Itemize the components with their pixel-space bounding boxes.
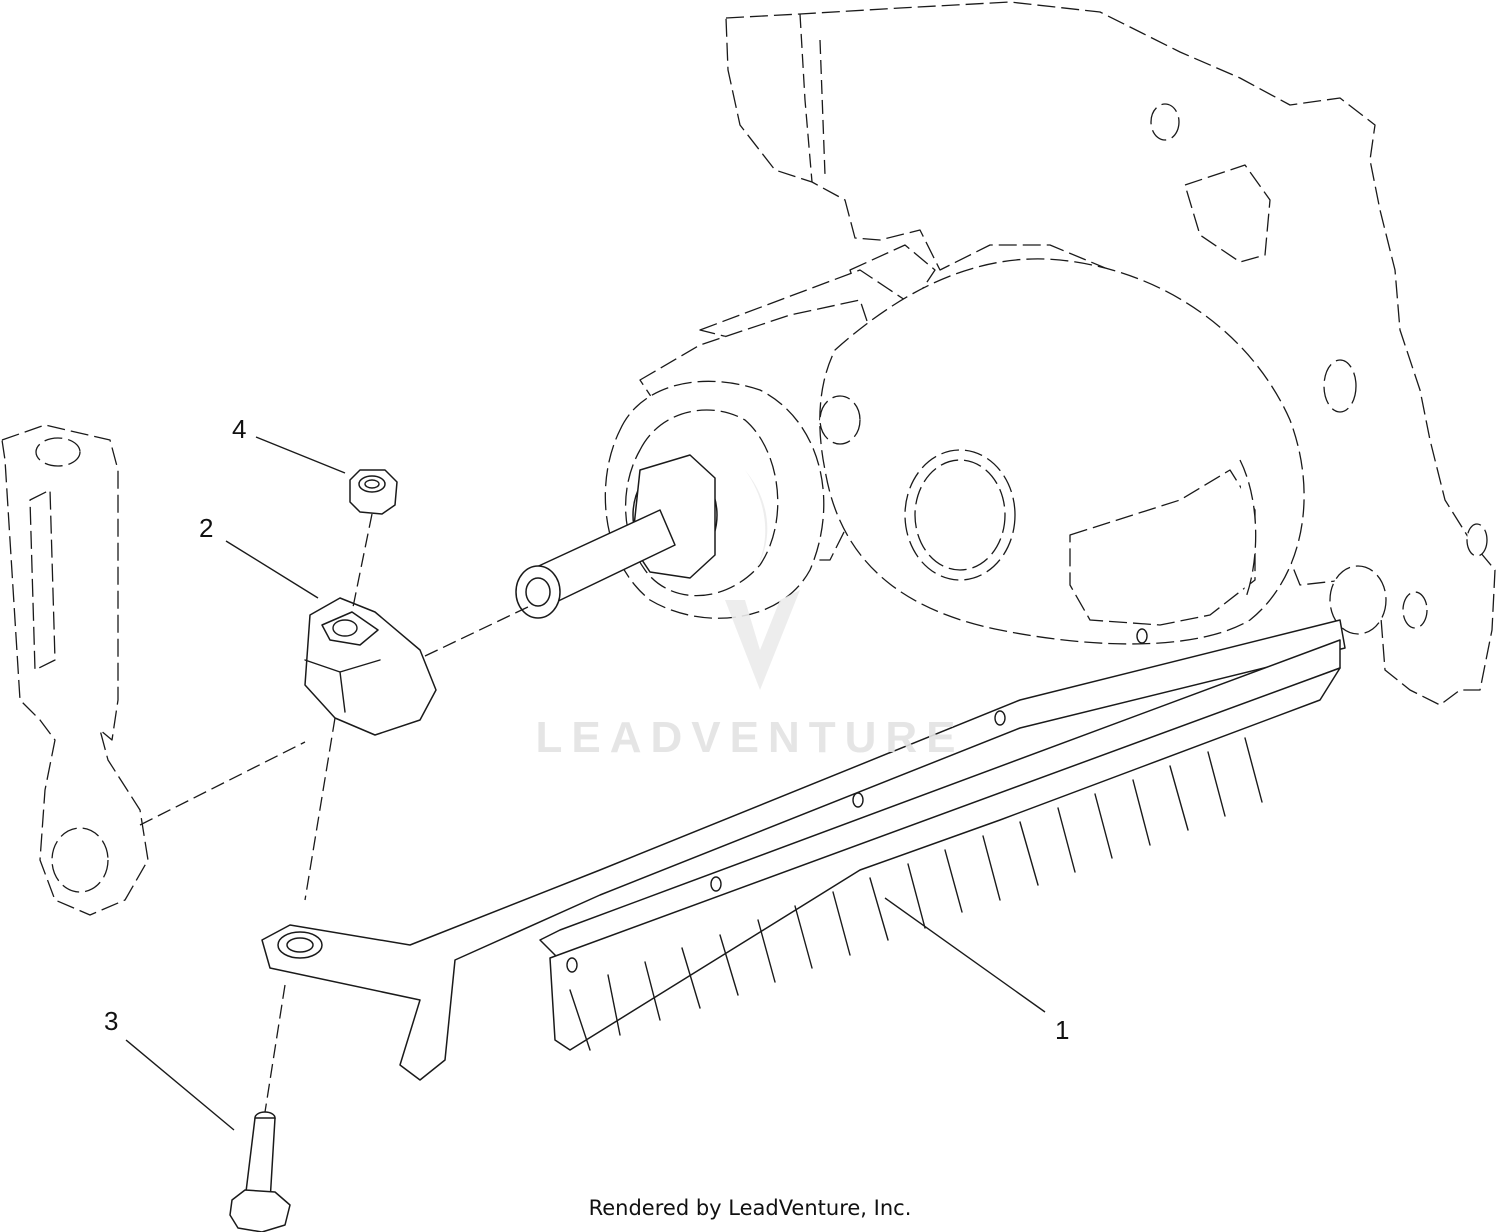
part-2-clamp <box>304 597 437 736</box>
shaft <box>515 454 718 619</box>
part-4-nut <box>349 469 398 515</box>
callout-3: 3 <box>104 1006 235 1131</box>
callout-3-label: 3 <box>104 1006 118 1036</box>
part-1-rack-bracket <box>261 619 1346 1081</box>
callout-4: 4 <box>232 414 346 474</box>
callout-4-label: 4 <box>232 414 246 444</box>
footer-credit: Rendered by LeadVenture, Inc. <box>588 1196 912 1220</box>
housing-phantom <box>725 1 1496 706</box>
link-arm-phantom <box>1 424 149 916</box>
watermark-text: LEADVENTURE <box>535 713 964 762</box>
callout-2: 2 <box>199 513 319 599</box>
part-3-bolt <box>229 1111 291 1232</box>
assembly-lines <box>139 513 531 1113</box>
callout-2-label: 2 <box>199 513 213 543</box>
watermark: LEADVENTURE <box>535 470 964 762</box>
callout-1-label: 1 <box>1055 1015 1069 1045</box>
callout-1: 1 <box>884 897 1069 1045</box>
